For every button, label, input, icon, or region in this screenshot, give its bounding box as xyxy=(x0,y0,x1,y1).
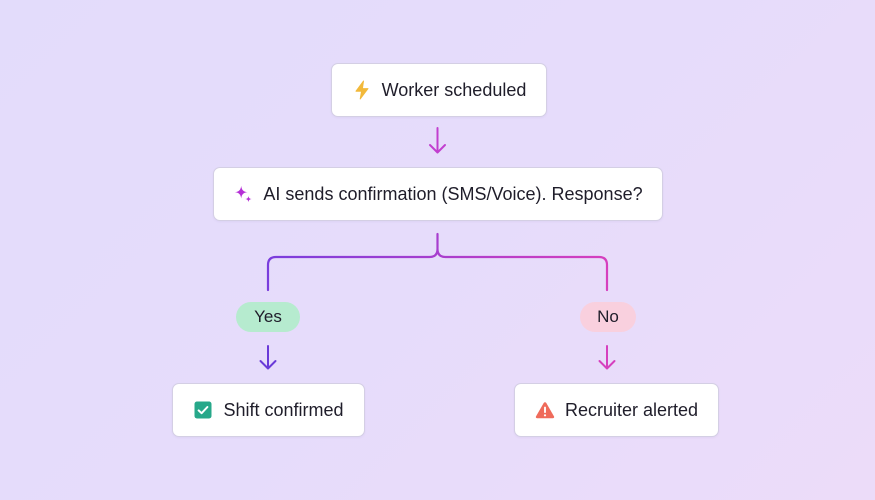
arrow-start-to-decision xyxy=(429,127,446,154)
node-ai-confirmation: AI sends confirmation (SMS/Voice). Respo… xyxy=(213,167,663,221)
node-recruiter-alerted: Recruiter alerted xyxy=(514,383,719,437)
arrow-yes-to-confirmed xyxy=(259,345,277,370)
branch-connector xyxy=(266,232,609,292)
branch-label-yes: Yes xyxy=(236,302,300,332)
node-label: Recruiter alerted xyxy=(564,399,699,420)
branch-no-text: No xyxy=(597,307,619,326)
checkbox-checked-icon xyxy=(193,400,213,420)
node-label: Shift confirmed xyxy=(223,399,344,420)
lightning-bolt-icon xyxy=(352,80,372,100)
sparkle-icon xyxy=(233,184,253,204)
node-worker-scheduled: Worker scheduled xyxy=(331,63,547,117)
warning-triangle-icon xyxy=(535,400,555,420)
branch-label-no: No xyxy=(580,302,636,332)
node-label: Worker scheduled xyxy=(381,79,527,100)
branch-yes-text: Yes xyxy=(254,307,282,326)
node-label: AI sends confirmation (SMS/Voice). Respo… xyxy=(263,183,643,204)
arrow-no-to-alerted xyxy=(598,345,616,370)
node-shift-confirmed: Shift confirmed xyxy=(172,383,365,437)
